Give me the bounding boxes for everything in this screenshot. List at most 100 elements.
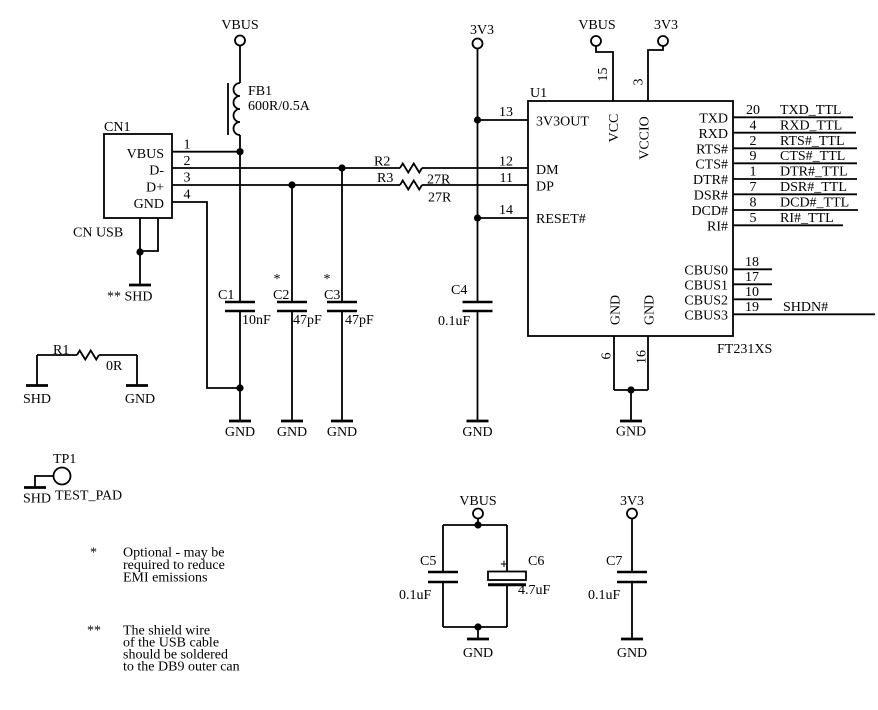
u1-cbus1-label: CBUS1 [684, 279, 728, 294]
c2-capacitor-symbol [277, 300, 307, 313]
cn1-ref-label: CN1 [104, 120, 130, 135]
capacitor-labels: C1 10nF GND * C2 47pF GND * C3 47pF GND … [218, 272, 647, 661]
vbus-ic-label: VBUS [578, 18, 615, 33]
u1-dsr-label: DSR# [694, 189, 728, 204]
c6-polarity-plus: + [500, 558, 508, 573]
u1-ic-body [527, 100, 734, 337]
3v3-bulk-terminal [626, 507, 638, 520]
3v3-bulk-label: 3V3 [620, 494, 644, 509]
net-rxd-ttl-label: RXD_TTL [780, 119, 842, 134]
r1-ref-label: R1 [53, 343, 69, 358]
r1-labels: R1 0R SHD GND [23, 343, 155, 407]
c6-value-label: 4.7uF [518, 583, 551, 598]
tp1-labels: TP1 TEST_PAD SHD [23, 452, 122, 507]
note2-line4: to the DB9 outer can [123, 660, 240, 675]
cn1-pin3-number: 3 [184, 171, 191, 186]
junction-dots [136, 116, 635, 631]
tp1-shd-label: SHD [23, 492, 51, 507]
u1-cts-label: CTS# [695, 158, 728, 173]
u1-dm-label: DM [536, 163, 559, 178]
net-dcd-ttl-label: DCD#_TTL [780, 196, 849, 211]
u1-gnd1-label: GND [609, 295, 624, 325]
u1-pin9-number: 9 [750, 149, 757, 164]
c1-value-label: 10nF [242, 313, 271, 328]
c4-value-label: 0.1uF [438, 314, 471, 329]
note2-line2: of the USB cable [123, 636, 219, 651]
c3-optional-star: * [324, 272, 331, 287]
c4-ref-label: C4 [451, 283, 467, 298]
c7-ref-label: C7 [606, 554, 622, 569]
power-terminals [52, 34, 669, 520]
r3-resistor-symbol [399, 178, 423, 192]
note2-line1: The shield wire [123, 624, 210, 639]
cn1-pin-dplus-label: D+ [146, 181, 164, 196]
u1-gnd2-label: GND [643, 295, 658, 325]
vbus-ic-terminal [590, 35, 602, 47]
net-ri-ttl-label: RI#_TTL [780, 211, 834, 226]
cn1-pin1-number: 1 [184, 138, 191, 153]
net-dsr-ttl-label: DSR#_TTL [780, 180, 847, 195]
u1-pin18-number: 18 [745, 255, 759, 270]
r1-shd-label: SHD [23, 392, 51, 407]
u1-cbus0-label: CBUS0 [684, 264, 728, 279]
r2-value-label: 27R [427, 173, 451, 188]
c7-gnd-label: GND [617, 646, 647, 661]
ferrite-fb1-symbol [227, 82, 241, 136]
u1-gnd-symbol-label: GND [616, 425, 646, 440]
fb1-value-label: 600R/0.5A [248, 99, 311, 114]
u1-vcc-label: VCC [607, 114, 622, 143]
cn1-connector-labels: CN1 VBUS D- D+ GND 1 2 3 4 CN USB ** SHD [73, 120, 191, 305]
c1-capacitor-symbol [225, 300, 255, 313]
vbus-bulk-terminal [472, 507, 484, 520]
c2-ref-label: C2 [273, 288, 289, 303]
c4-capacitor-symbol [462, 300, 493, 313]
u1-dcd-label: DCD# [691, 204, 728, 219]
c5-ref-label: C5 [420, 554, 436, 569]
3v3-left-label: 3V3 [470, 23, 494, 38]
net-rts-ttl-label: RTS#_TTL [780, 134, 845, 149]
c3-capacitor-symbol [327, 300, 357, 313]
u1-pin11-number: 11 [500, 171, 513, 186]
r3-ref-label: R3 [377, 171, 393, 186]
wires [34, 45, 875, 639]
c5-capacitor-symbol [428, 570, 458, 584]
tp1-ref-label: TP1 [53, 452, 76, 467]
c6-capacitor-symbol [487, 570, 527, 587]
u1-pin15-number: 15 [596, 68, 611, 82]
u1-ic-labels: U1 FT231XS 13 12 11 14 3V3OUT DM DP RESE… [499, 68, 849, 440]
net-dtr-ttl-label: DTR#_TTL [780, 165, 848, 180]
u1-vccio-label: VCCIO [638, 116, 653, 160]
c3-gnd-label: GND [327, 425, 357, 440]
u1-ref-label: U1 [530, 86, 547, 101]
u1-pin2-number: 2 [750, 134, 757, 149]
c3-value-label: 47pF [345, 313, 374, 328]
cn1-pin-gnd-label: GND [134, 197, 164, 212]
fb1-coil [232, 82, 241, 136]
u1-pin20-number: 20 [746, 103, 760, 118]
u1-pin19-number: 19 [745, 300, 759, 315]
u1-rts-label: RTS# [696, 143, 728, 158]
vbus-bulk-label: VBUS [459, 494, 496, 509]
u1-rxd-label: RXD [698, 127, 728, 142]
net-shdn-label: SHDN# [783, 300, 828, 315]
3v3-ic-terminal [657, 35, 669, 47]
fb1-ref-label: FB1 [248, 84, 272, 99]
u1-pin17-number: 17 [745, 270, 759, 285]
u1-pin8-number: 8 [750, 196, 757, 211]
r1-value-label: 0R [106, 359, 123, 374]
net-cts-ttl-label: CTS#_TTL [780, 149, 845, 164]
cn1-shield-gnd-label: ** SHD [107, 290, 153, 305]
bulk-gnd-label: GND [463, 646, 493, 661]
u1-cbus3-label: CBUS3 [684, 309, 728, 324]
c2-gnd-label: GND [277, 425, 307, 440]
cn1-pin2-number: 2 [184, 154, 191, 169]
c6-ref-label: C6 [528, 554, 544, 569]
c6-positive-plate [487, 570, 527, 581]
cn1-pin-dminus-label: D- [149, 164, 164, 179]
cn1-connector-body [103, 133, 173, 219]
u1-ri-label: RI# [707, 220, 728, 235]
c2-optional-star: * [274, 272, 281, 287]
u1-pin10-number: 10 [745, 285, 759, 300]
